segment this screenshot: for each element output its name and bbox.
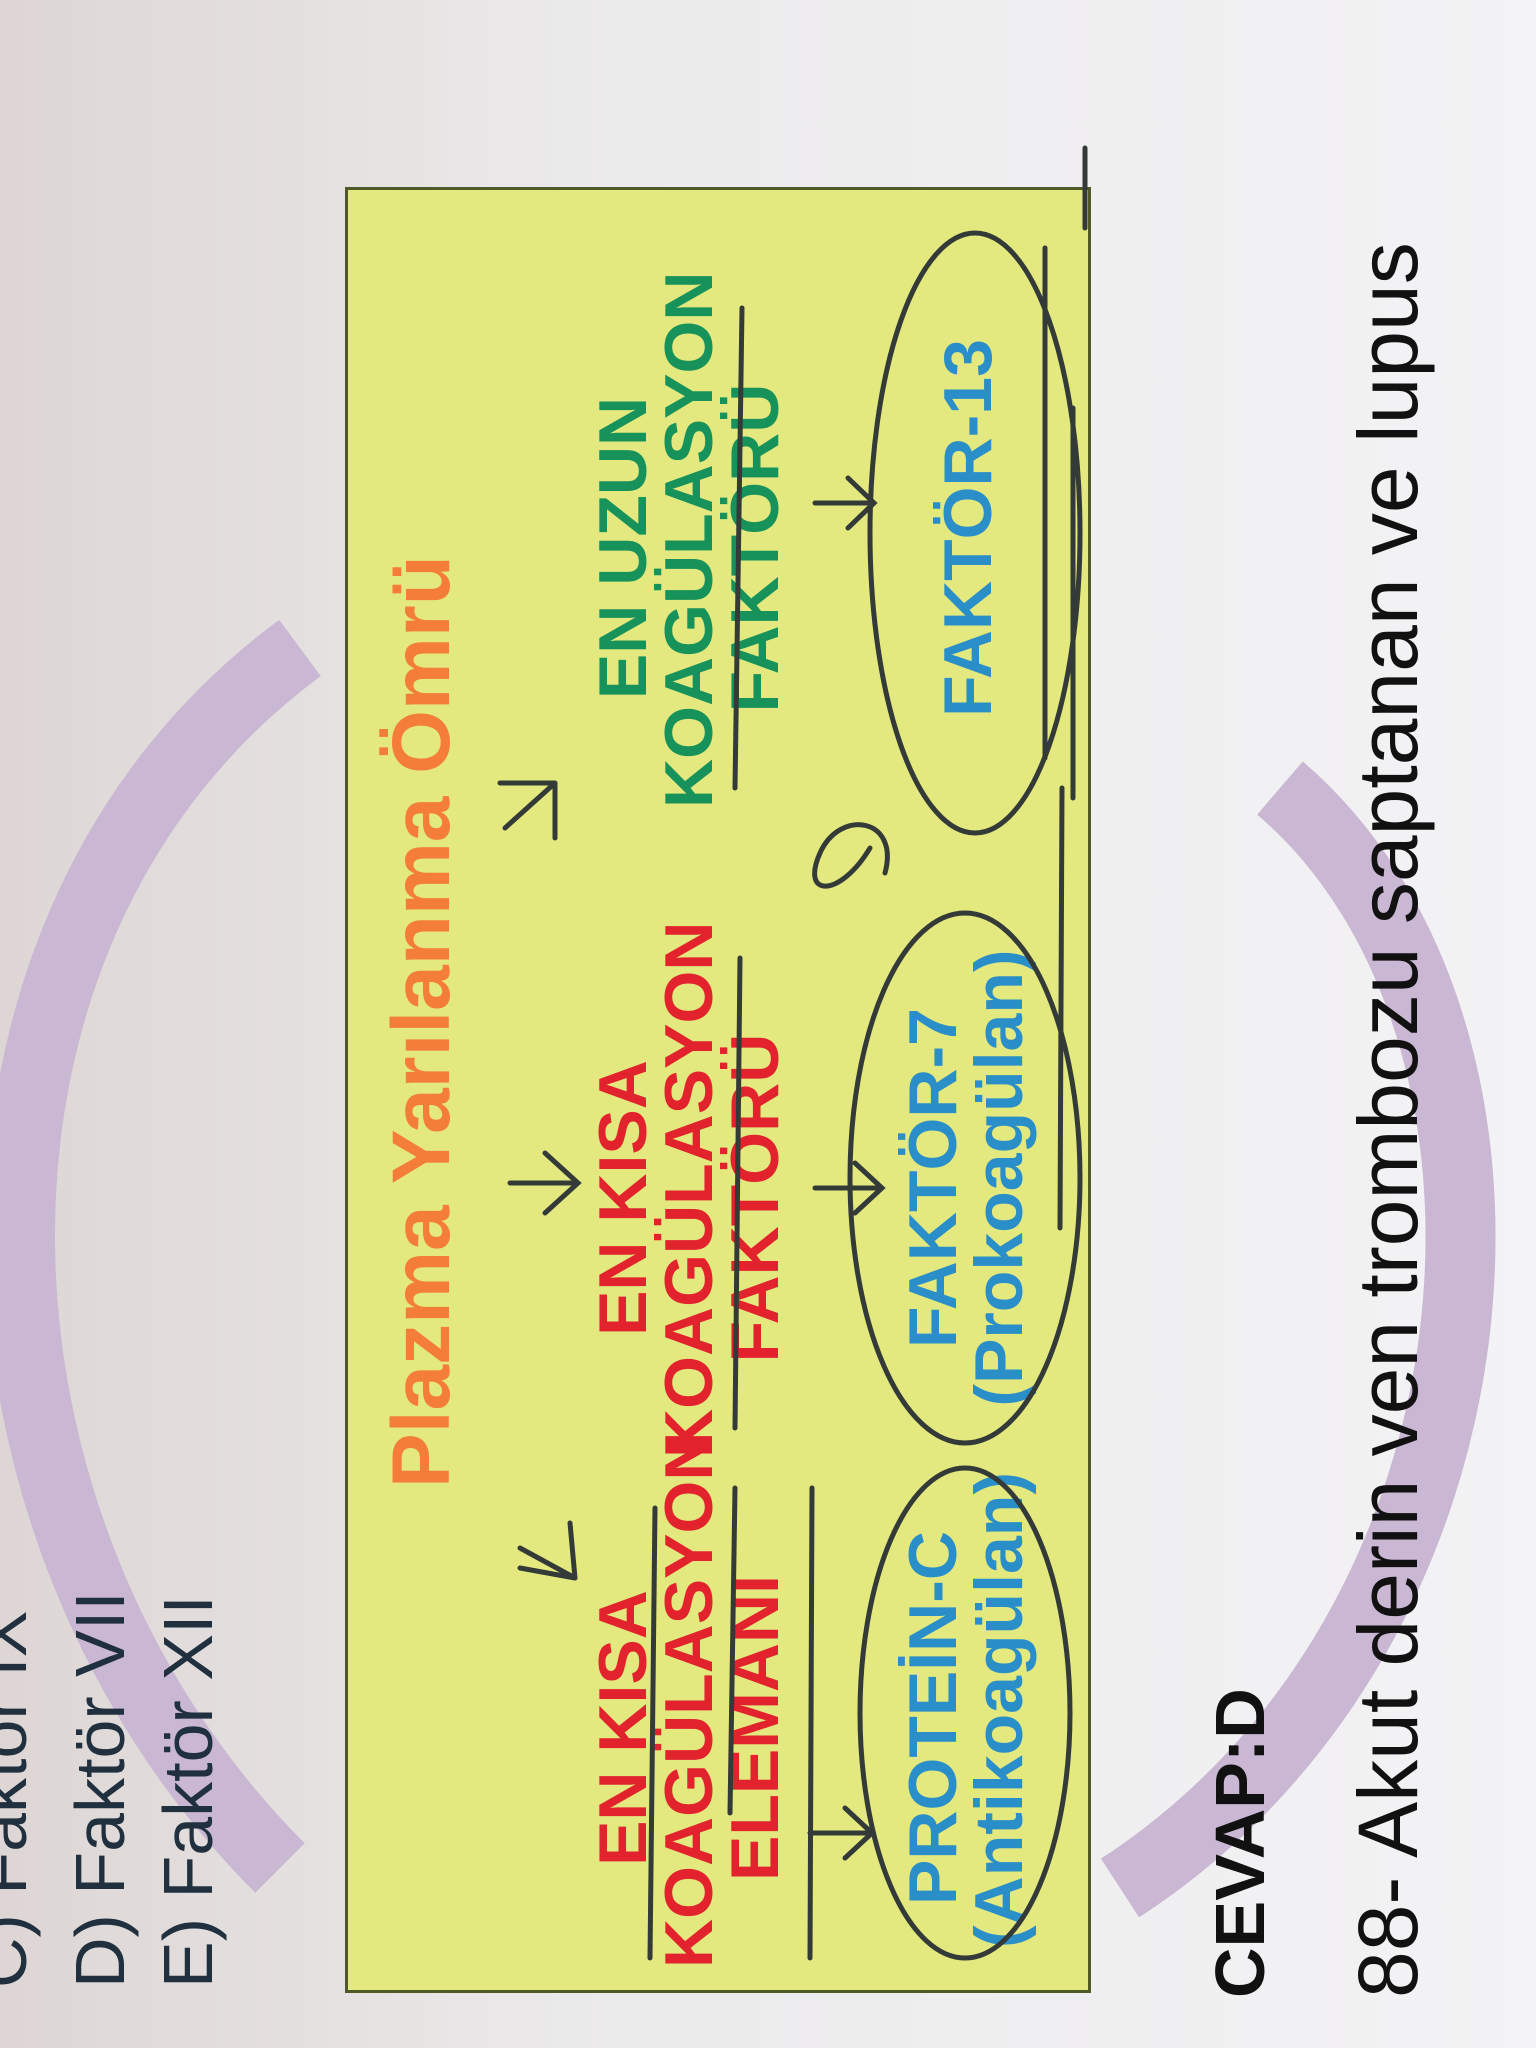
next-question: 88- Akut derin ven trombozu saptanan ve …: [1341, 242, 1435, 1998]
answer-label: CEVAP:D: [1201, 1688, 1279, 1998]
handwritten-eight: [812, 822, 890, 889]
arrow-down-middle-icon: [812, 1160, 886, 1216]
arrow-down-left-icon: [807, 1805, 876, 1861]
arrow-middle-icon: [507, 1150, 582, 1216]
arrow-left-icon: [517, 1520, 578, 1581]
arrow-down-right-icon: [812, 475, 878, 531]
arrow-right-icon: [497, 780, 558, 841]
